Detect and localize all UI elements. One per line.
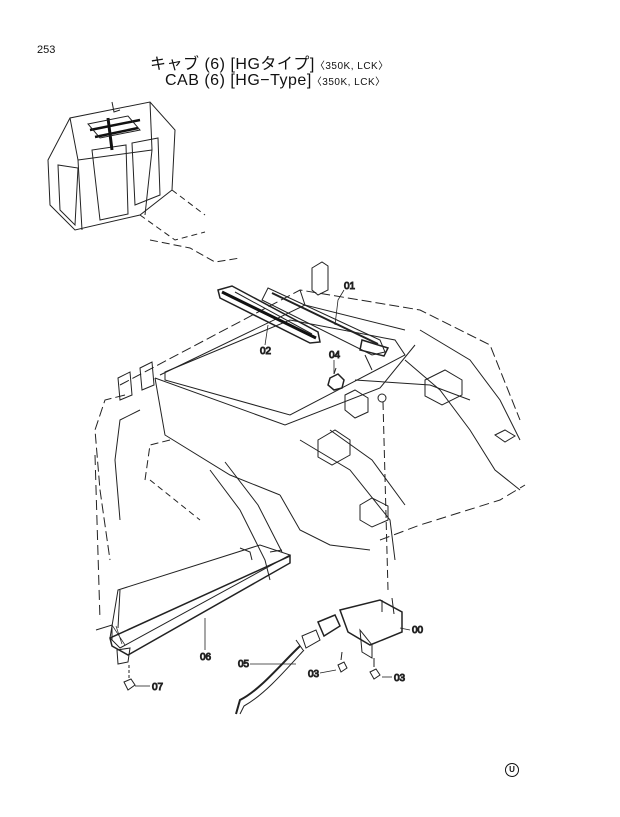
bolt-07 [123,664,136,691]
wiper-motor [235,597,403,715]
title-jp-main: キャブ (6) [HGタイプ] [150,56,315,73]
title-japanese: キャブ (6) [HGタイプ]〈350K, LCK〉 [150,50,389,74]
cab-thumbnail [47,101,241,263]
wiper-blade [217,285,321,344]
sun-visor [95,544,292,665]
callout-02: 02 [260,346,272,357]
page-number: 253 [37,44,56,56]
callout-01: 01 [344,281,356,292]
washer-port [377,393,387,403]
roof-brackets [117,261,516,528]
washer-nozzle [327,367,345,391]
cab-roof [94,289,526,621]
callout-04: 04 [329,350,341,361]
corner-mark: U [505,763,519,777]
callout-07: 07 [152,682,164,693]
title-en-models: 〈350K, LCK〉 [311,77,386,88]
callout-00: 00 [412,625,424,636]
callout-06: 06 [200,652,212,663]
title-english: CAB (6) [HG−Type]〈350K, LCK〉 [165,72,386,90]
callout-05: 05 [238,659,250,670]
callout-03-left: 03 [308,669,320,680]
wiper-arm [261,287,390,371]
screws [337,651,381,680]
title-jp-models: 〈350K, LCK〉 [314,61,389,72]
callout-03-right: 03 [394,673,406,684]
routing-line [382,401,389,591]
leader-lines [135,289,411,687]
title-en-main: CAB (6) [HG−Type] [165,72,312,89]
